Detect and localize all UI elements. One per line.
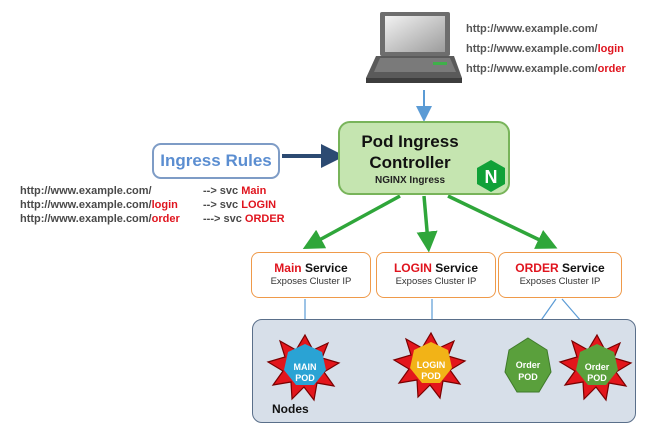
- svg-text:N: N: [485, 167, 498, 187]
- client-url: http://www.example.com/: [466, 23, 598, 35]
- service-box-order: ORDER Service Exposes Cluster IP: [498, 252, 622, 298]
- nodes-container: [252, 319, 636, 423]
- rule-line: http://www.example.com/ --> svc Main: [20, 185, 267, 197]
- rule-line: http://www.example.com/login --> svc LOG…: [20, 199, 277, 211]
- service-box-main: Main Service Exposes Cluster IP: [251, 252, 371, 298]
- service-box-login: LOGIN Service Exposes Cluster IP: [376, 252, 496, 298]
- client-url: http://www.example.com/order: [466, 63, 626, 75]
- nginx-logo-icon: N: [477, 160, 505, 192]
- controller-title-line2: Controller: [369, 153, 451, 172]
- controller-subtitle: NGINX Ingress: [374, 175, 446, 186]
- ingress-rules-box: Ingress Rules: [152, 143, 280, 179]
- nodes-label: Nodes: [272, 402, 309, 416]
- controller-title-line1: Pod Ingress: [361, 132, 459, 151]
- rule-line: http://www.example.com/order ---> svc OR…: [20, 213, 285, 225]
- ingress-controller-box: Pod Ingress Controller NGINX Ingress N: [338, 121, 510, 195]
- client-url: http://www.example.com/login: [466, 43, 624, 55]
